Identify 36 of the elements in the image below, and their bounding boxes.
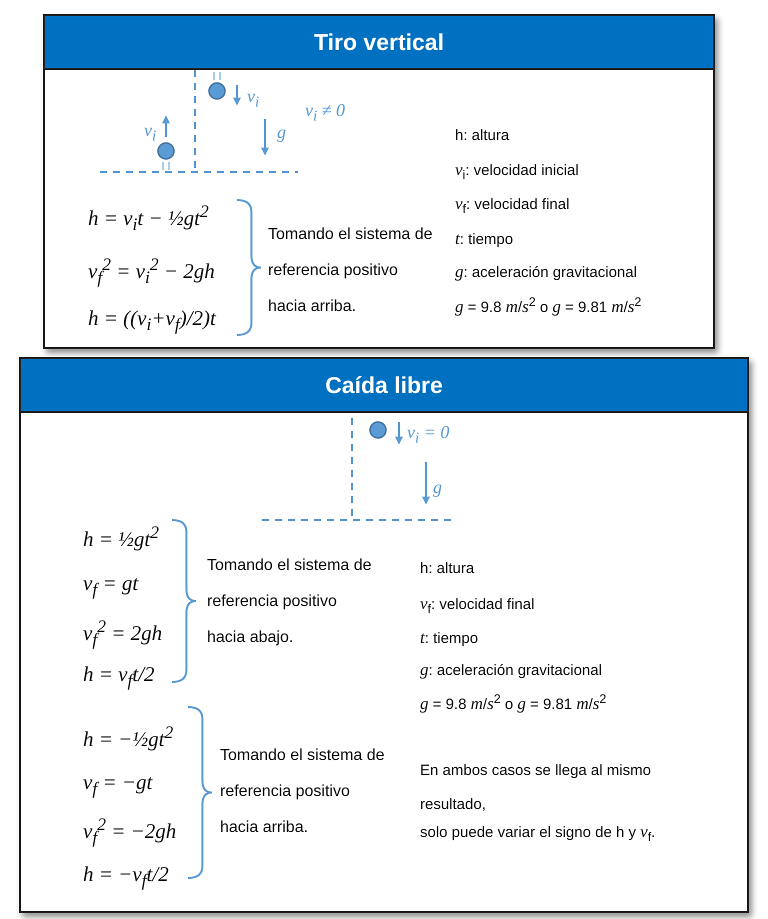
variable-label: g — [277, 122, 286, 143]
formula: h = v$_{f}$t/2 — [83, 662, 155, 692]
formula: h = −v$_{f}$t/2 — [83, 862, 169, 892]
definition-text: h: altura — [455, 127, 510, 144]
formula: v$_{f}$ = −gt — [83, 770, 152, 800]
formula: v$_{f}$ = gt — [83, 571, 138, 600]
panel — [19, 357, 749, 913]
formula: v$_{f}$$^{2}$ = v$_{i}$$^{2}$ − 2gh — [88, 254, 215, 288]
formula: v$_{f}$$^{2}$ = −2gh — [83, 814, 176, 848]
definition-text: g = 9.8 m/s$^{2}$ o g = 9.81 m/s$^{2}$ — [420, 692, 606, 714]
formula: v$_{f}$$^{2}$ = 2gh — [83, 616, 162, 650]
panel-title: Tiro vertical — [45, 16, 713, 70]
reference-note: Tomando el sistema de referencia positivo hacia abajo. — [207, 556, 372, 648]
variable-label: g — [433, 477, 442, 498]
definition-text: g: aceleración gravitacional — [420, 660, 602, 680]
variable-label: v$_{i}$ = 0 — [407, 422, 450, 448]
definition-text: g = 9.8 m/s$^{2}$ o g = 9.81 m/s$^{2}$ — [455, 295, 642, 317]
variable-label: v$_{i}$ — [144, 120, 156, 146]
definition-text: v$_{f}$: velocidad final — [455, 194, 570, 216]
definition-text: g: aceleración gravitacional — [455, 262, 637, 282]
definition-text: t: tiempo — [420, 628, 478, 648]
formula: h = ½gt$^{2}$ — [83, 522, 160, 552]
formula: h = −½gt$^{2}$ — [83, 722, 174, 752]
reference-note: Tomando el sistema de referencia positivo hacia arriba. — [268, 225, 433, 317]
definition-text: t: tiempo — [455, 229, 514, 249]
reference-note: Tomando el sistema de referencia positivo hacia arriba. — [220, 746, 385, 838]
definition-text: v$_{f}$: velocidad final — [420, 594, 534, 616]
panel-title: Caída libre — [21, 359, 747, 413]
definition-text: v$_{i}$: velocidad inicial — [455, 160, 579, 182]
definition-text: solo puede variar el signo de h y v$_{f}$. — [420, 822, 656, 844]
definition-text: h: altura — [420, 560, 474, 577]
panel — [43, 14, 715, 349]
variable-label: v$_{i}$ — [247, 86, 260, 112]
variable-label: v$_{i}$ ≠ 0 — [305, 100, 346, 126]
formula: h = v$_{i}$t − ½gt$^{2}$ — [88, 201, 209, 236]
formula: h = ((v$_{i}$+v$_{f}$)/2)t — [88, 306, 216, 336]
